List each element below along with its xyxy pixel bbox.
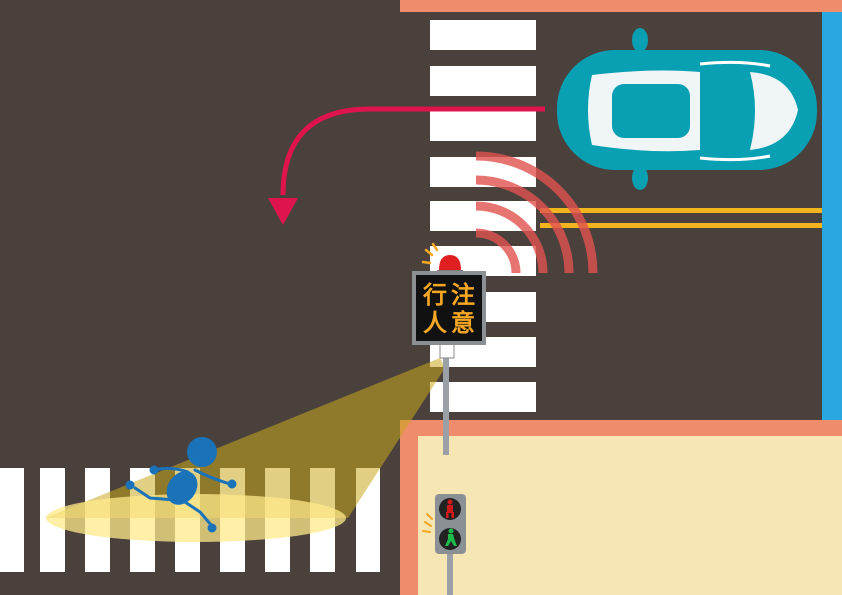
sign-char-3: 人 xyxy=(423,309,447,337)
sign-lamp xyxy=(439,342,455,359)
car-icon xyxy=(557,28,817,190)
center-line xyxy=(540,208,822,228)
right-edge-stripe xyxy=(822,12,842,420)
turn-arrow-icon xyxy=(268,106,545,225)
top-curb xyxy=(400,0,842,12)
signal-pole xyxy=(447,550,453,595)
sign-pole xyxy=(443,355,449,455)
light-beam xyxy=(45,358,445,542)
sign-char-4: 意 xyxy=(451,309,475,337)
sidewalk xyxy=(418,436,842,595)
sign-char-2: 注 xyxy=(451,281,475,309)
pedestrian-icon xyxy=(125,437,237,533)
radar-waves-icon xyxy=(475,151,598,274)
pedestrian-caution-sign xyxy=(412,271,486,345)
pedestrian-signal-icon xyxy=(422,494,466,554)
sign-char-1: 行 xyxy=(423,281,447,309)
